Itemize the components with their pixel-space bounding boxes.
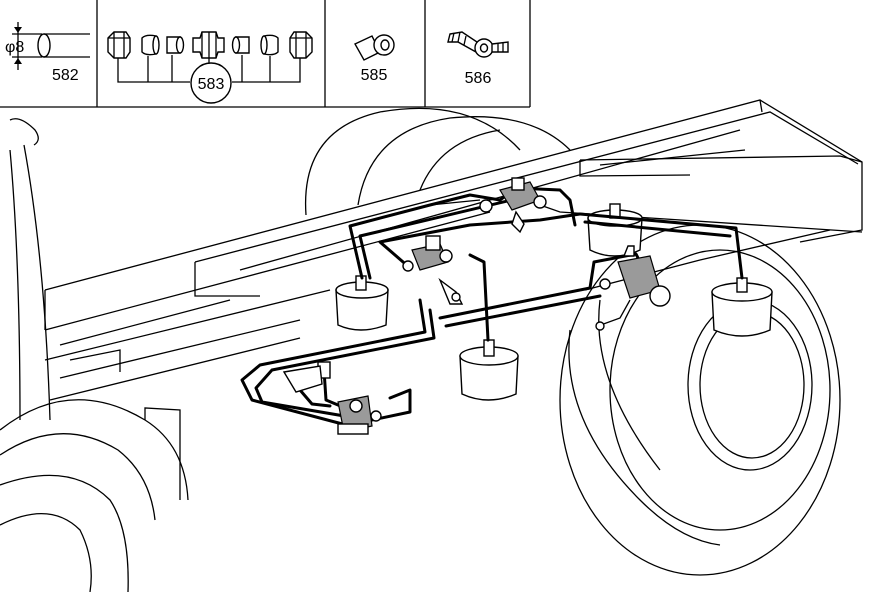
rear-tyre-back [304,107,571,216]
legend-panel-586: 586 [447,31,509,87]
front-cab-and-wheel [0,118,189,592]
air-pipes [240,186,744,428]
part-number-582: 582 [52,67,79,84]
fittings-set-icon [107,31,313,83]
part-number-583-circle [190,62,232,104]
air-bellows-front-right [459,339,519,401]
levelling-valve-rear-top [429,177,547,234]
chassis-frame [44,99,863,401]
part-number-585: 585 [361,67,388,84]
pipe-diameter-label: φ8 [5,39,24,56]
air-bellows-front-left [335,275,389,331]
legend-panel-585: 585 [354,34,395,84]
pipe-part-icon [12,22,90,70]
air-bellows-rear-right [711,277,773,337]
legend-panel-583: 583 [107,31,313,104]
distribution-valve-center [282,361,382,435]
part-number-583: 583 [198,76,225,93]
hose-barb-fitting-icon [447,31,509,58]
control-unit-rear [595,245,671,331]
banjo-fitting-icon [354,34,395,61]
legend-panel-582: φ8 582 [5,22,90,84]
levelling-valve-front [402,235,464,305]
rear-tyre-front [559,224,841,576]
part-number-586: 586 [465,70,492,87]
